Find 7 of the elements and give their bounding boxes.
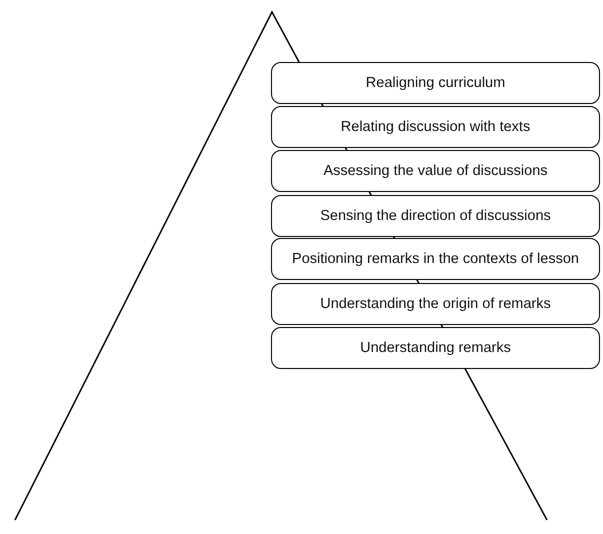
level-box: Understanding remarks	[271, 327, 600, 369]
level-box: Sensing the direction of discussions	[271, 195, 600, 237]
level-box: Assessing the value of discussions	[271, 150, 600, 192]
level-box: Understanding the origin of remarks	[271, 283, 600, 325]
level-box: Positioning remarks in the contexts of lesson	[271, 238, 600, 280]
level-box: Relating discussion with texts	[271, 106, 600, 148]
level-box: Realigning curriculum	[271, 62, 600, 104]
